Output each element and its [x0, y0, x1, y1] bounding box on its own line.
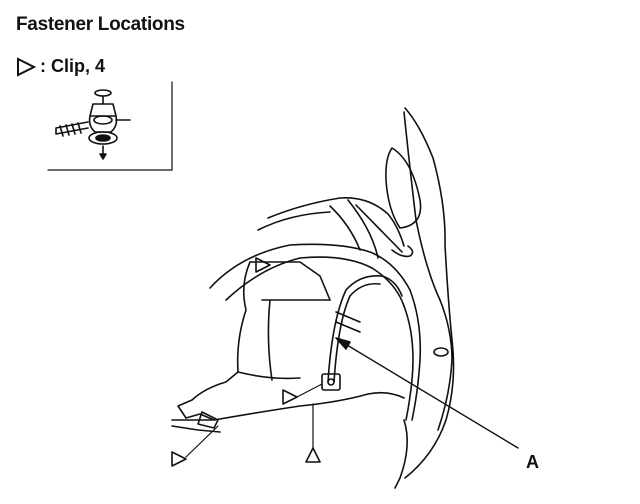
clip-marker-2 [282, 389, 298, 405]
clip-detail-inset [47, 81, 173, 171]
legend-text: : Clip, 4 [40, 56, 106, 76]
page-title: Fastener Locations [16, 14, 185, 35]
clip-marker-3 [171, 451, 187, 467]
fender-liner [209, 197, 422, 421]
inner-housing [171, 261, 405, 433]
triangle-marker-icon [17, 56, 36, 77]
clip-marker-1 [255, 257, 271, 273]
callout-a-leader [335, 337, 519, 449]
callout-a-label: A [526, 452, 539, 472]
part-a-strap [321, 274, 403, 391]
legend: : Clip, 4 [16, 56, 105, 77]
clip-marker-4 [305, 447, 321, 463]
fender-body-panel [385, 107, 455, 489]
